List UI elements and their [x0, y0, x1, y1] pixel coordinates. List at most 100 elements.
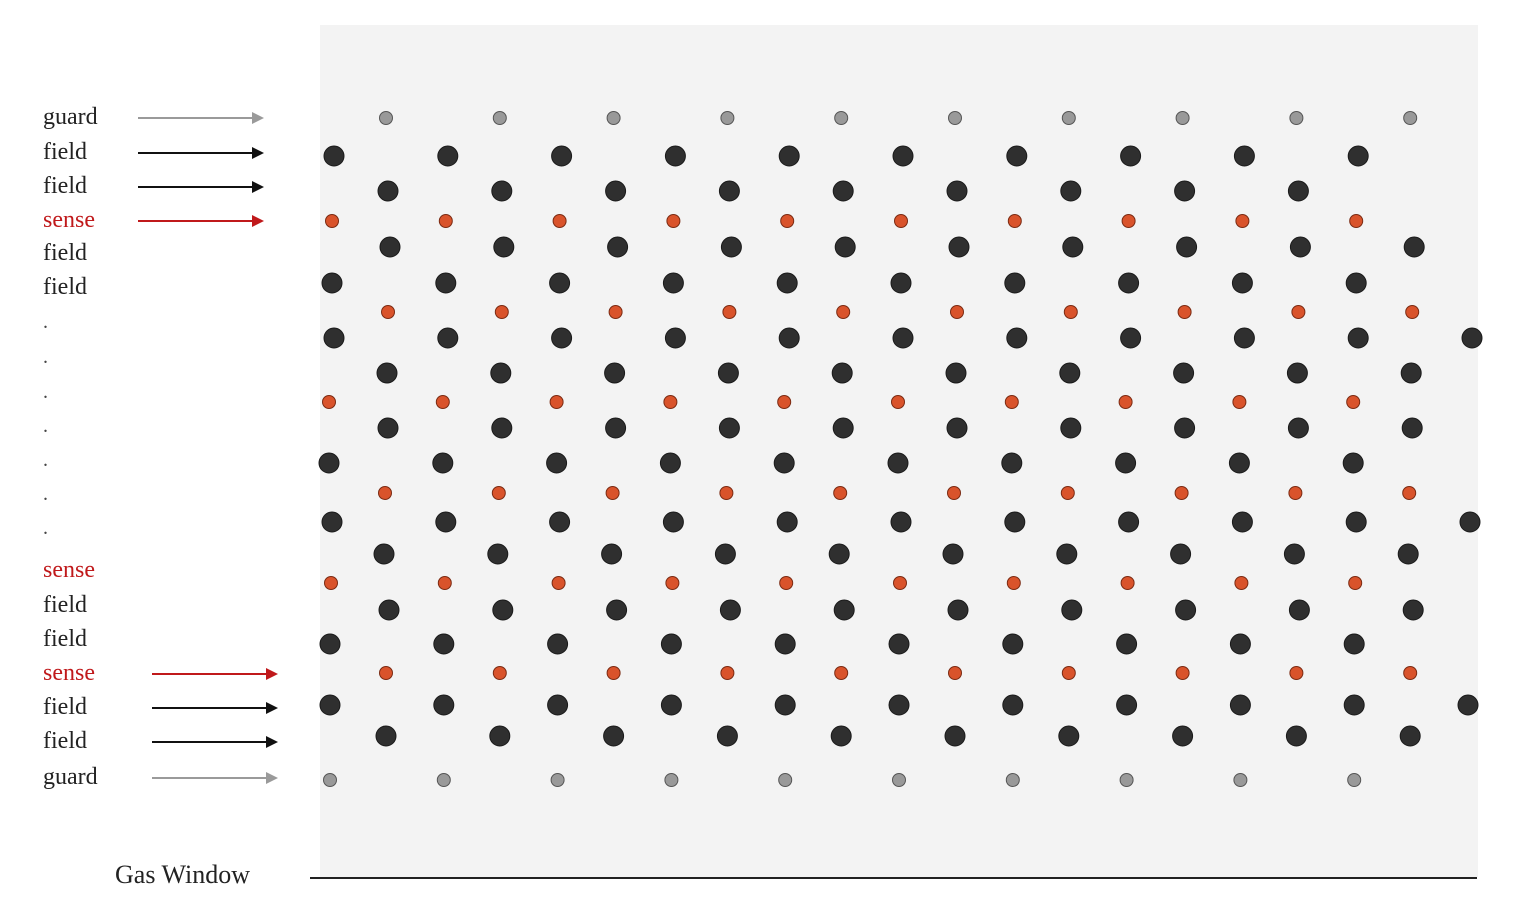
field-wire — [1345, 272, 1367, 294]
sense-wire — [1403, 666, 1418, 680]
sense-wire — [950, 305, 964, 319]
field-wire — [319, 633, 341, 655]
field-wire — [888, 633, 910, 655]
field-wire — [319, 694, 341, 716]
arrow-head — [266, 668, 278, 680]
field-wire — [435, 272, 457, 294]
sense-wire — [780, 214, 795, 228]
sense-wire — [1004, 395, 1019, 409]
field-wire — [662, 511, 684, 533]
arrow-head — [252, 215, 264, 227]
field-wire — [832, 417, 854, 439]
field-wire — [1457, 694, 1479, 716]
field-wire — [946, 180, 968, 202]
field-wire — [377, 180, 399, 202]
field-wire — [890, 511, 912, 533]
sense-wire — [1174, 486, 1189, 500]
field-wire — [376, 362, 398, 384]
sense-wire — [1232, 395, 1247, 409]
field-wire — [549, 272, 571, 294]
field-wire — [944, 725, 966, 747]
field-wire — [832, 180, 854, 202]
field-wire — [1347, 327, 1369, 349]
field-wire — [1118, 272, 1140, 294]
guard-wire — [436, 773, 451, 787]
field-wire — [942, 543, 964, 565]
field-wire — [493, 236, 515, 258]
field-wire — [547, 694, 569, 716]
sense-wire — [1235, 214, 1250, 228]
field-wire — [318, 452, 340, 474]
guard-wire — [492, 111, 507, 125]
field-wire — [375, 725, 397, 747]
field-wire — [1174, 180, 1196, 202]
field-wire — [1056, 543, 1078, 565]
field-wire — [1345, 511, 1367, 533]
guard-wire — [1403, 111, 1418, 125]
guard-wire — [892, 773, 906, 787]
wire-label-field: field — [43, 728, 87, 754]
field-wire — [718, 180, 740, 202]
field-wire — [1120, 327, 1142, 349]
field-wire — [778, 145, 800, 167]
field-wire — [945, 362, 967, 384]
sense-wire — [1006, 576, 1021, 590]
sense-wire — [1121, 214, 1136, 228]
field-wire — [1397, 543, 1419, 565]
sense-wire — [663, 395, 678, 409]
field-wire — [487, 543, 509, 565]
field-wire — [1233, 145, 1255, 167]
sense-wire — [834, 666, 849, 680]
field-wire — [719, 599, 741, 621]
field-wire — [948, 236, 970, 258]
arrow-head — [252, 112, 264, 124]
field-wire — [1229, 633, 1251, 655]
arrow-head — [266, 702, 278, 714]
field-wire — [1287, 180, 1309, 202]
guard-wire — [550, 773, 565, 787]
field-wire — [433, 633, 455, 655]
sense-wire — [435, 395, 450, 409]
field-wire — [834, 236, 856, 258]
field-wire — [1403, 236, 1425, 258]
field-wire — [490, 362, 512, 384]
sense-wire — [1234, 576, 1249, 590]
field-wire — [717, 362, 739, 384]
field-wire — [947, 599, 969, 621]
field-wire — [607, 236, 629, 258]
sense-wire — [322, 395, 336, 409]
field-wire — [378, 599, 400, 621]
arrow-head — [252, 181, 264, 193]
ellipsis-dot: . — [43, 346, 48, 368]
arrow-head — [252, 147, 264, 159]
guard-wire — [1289, 111, 1304, 125]
field-wire — [778, 327, 800, 349]
field-wire — [890, 272, 912, 294]
field-wire — [1059, 362, 1081, 384]
sense-wire — [666, 214, 681, 228]
field-wire — [547, 633, 569, 655]
wire-label-sense: sense — [43, 557, 95, 583]
field-wire — [1401, 417, 1423, 439]
guard-wire — [664, 773, 679, 787]
field-wire — [1402, 599, 1424, 621]
sense-wire — [1120, 576, 1135, 590]
sense-wire — [893, 576, 907, 590]
wire-label-field: field — [43, 626, 87, 652]
ellipsis-dot: . — [43, 381, 48, 403]
field-wire — [1004, 272, 1026, 294]
sense-wire — [722, 305, 737, 319]
sense-wire — [1289, 666, 1304, 680]
field-wire — [601, 543, 623, 565]
sense-wire — [379, 666, 393, 680]
wire-label-field: field — [43, 592, 87, 618]
sense-wire — [1349, 214, 1364, 228]
arrow-layer — [138, 112, 278, 784]
sense-wire — [437, 576, 452, 590]
sense-wire — [1346, 395, 1361, 409]
sense-wire — [324, 576, 338, 590]
sense-wire — [1288, 486, 1303, 500]
guard-wire — [778, 773, 793, 787]
field-wire — [1176, 236, 1198, 258]
field-wire — [774, 633, 796, 655]
